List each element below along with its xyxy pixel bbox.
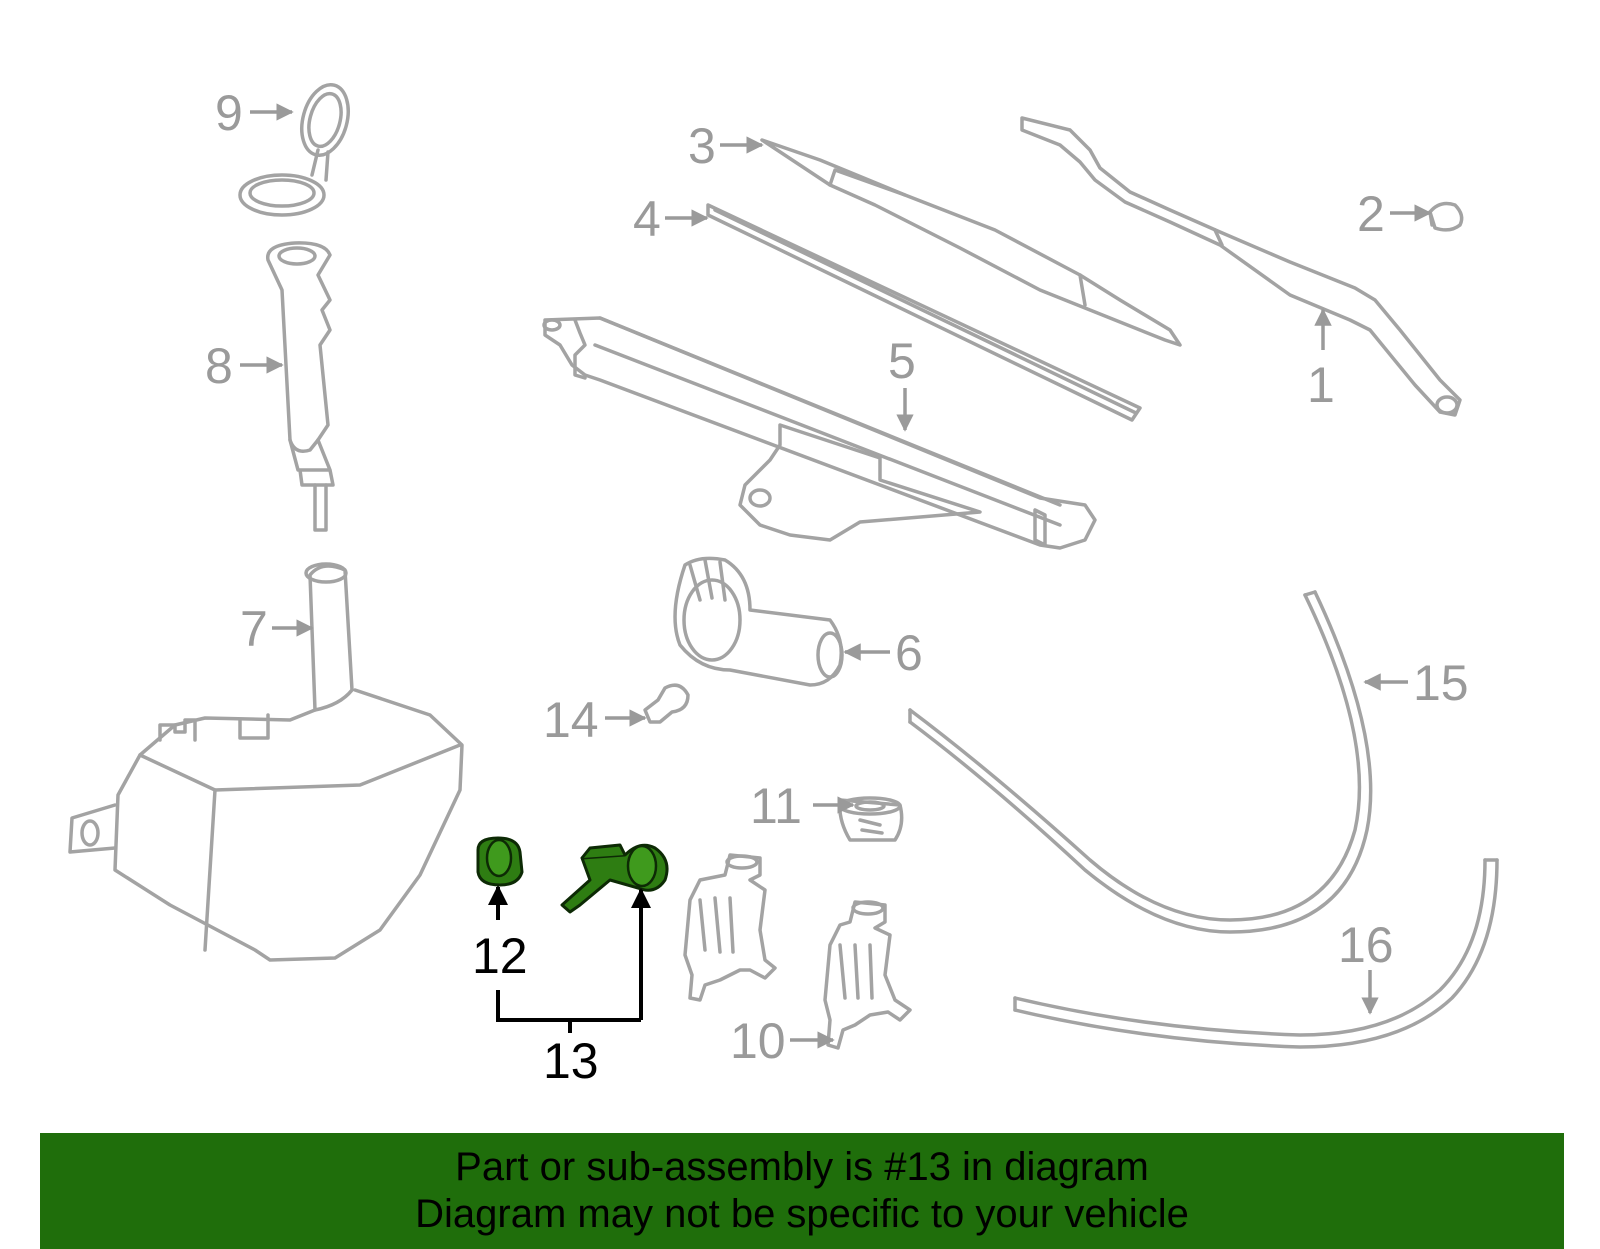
- callout-1: 1: [1307, 357, 1335, 413]
- banner-line-part: Part or sub-assembly is #13 in diagram: [455, 1145, 1149, 1189]
- banner-line-disclaimer: Diagram may not be specific to your vehi…: [415, 1192, 1189, 1236]
- callout-14: 14: [543, 692, 599, 748]
- washer-nozzle-highlight-part[interactable]: [560, 843, 669, 914]
- callout-9: 9: [215, 85, 243, 141]
- callout-2: 2: [1357, 186, 1385, 242]
- callout-5: 5: [888, 333, 916, 389]
- callout-15: 15: [1413, 655, 1469, 711]
- wiper-linkage-part: [542, 316, 1097, 550]
- callout-16: 16: [1338, 917, 1394, 973]
- wiper-motor-part: [673, 556, 844, 687]
- washer-reservoir-part: [68, 562, 464, 962]
- clip-part: [643, 683, 690, 724]
- callout-8: 8: [205, 338, 233, 394]
- filler-cap-part: [238, 83, 350, 217]
- arm-cap-part: [1428, 201, 1464, 232]
- washer-hose-lower-part: [1013, 858, 1499, 1049]
- callout-4: 4: [633, 191, 661, 247]
- grommet-highlight-part[interactable]: [476, 836, 524, 887]
- info-banner: Part or sub-assembly is #13 in diagram D…: [40, 1133, 1564, 1249]
- callout-10: 10: [730, 1013, 786, 1069]
- callout-12: 12: [472, 928, 528, 984]
- callout-3: 3: [688, 118, 716, 174]
- washer-hose-part: [908, 590, 1373, 934]
- filler-neck-part: [266, 241, 335, 532]
- leader-arrows: [240, 103, 1432, 1049]
- callout-7: 7: [240, 601, 268, 657]
- wiper-arm-part: [1020, 116, 1462, 417]
- callout-11: 11: [750, 778, 802, 834]
- wiper-blade-part: [760, 138, 1182, 347]
- washer-pump-part: [683, 853, 912, 1050]
- callout-6: 6: [895, 625, 923, 681]
- callout-labels: 9 8 7 3 4 2 1 5 6 14 11 15 16 10 12 13: [205, 85, 1469, 1089]
- callout-13-bracket: [488, 885, 651, 1033]
- callout-13: 13: [543, 1033, 599, 1089]
